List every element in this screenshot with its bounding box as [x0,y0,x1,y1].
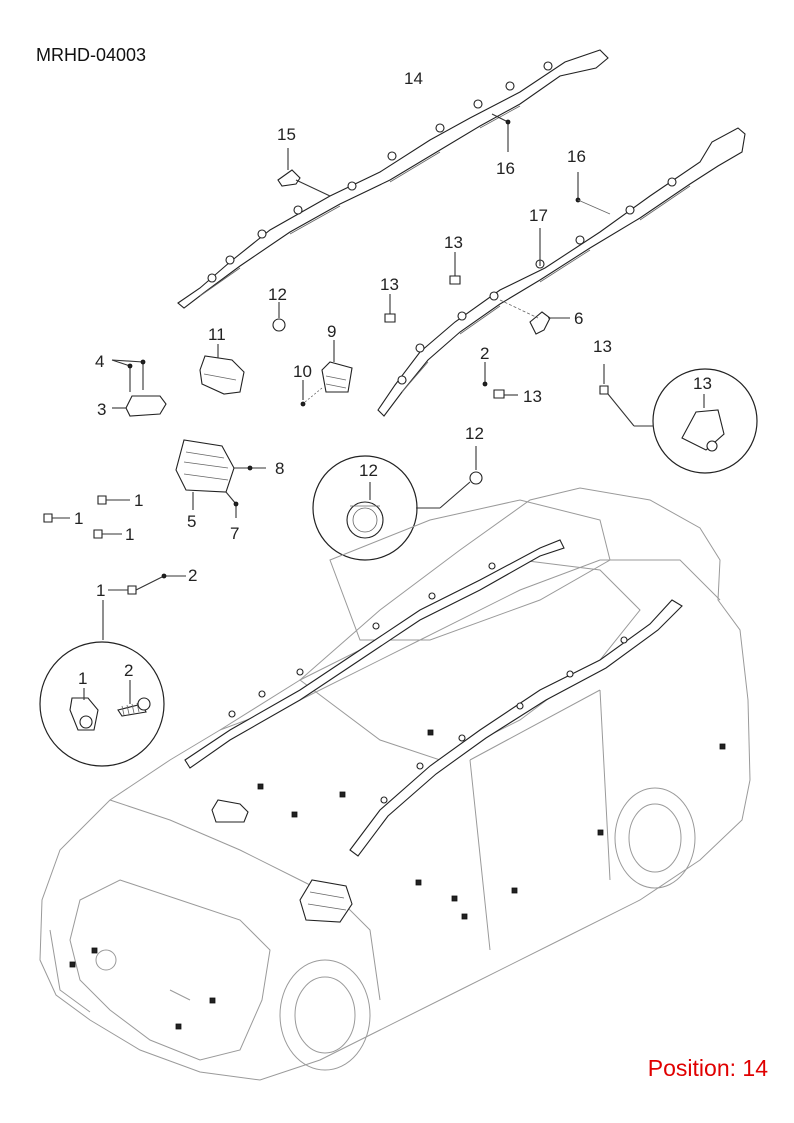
installed-curtain-airbag-left [184,539,565,769]
label-17[interactable]: 17 [529,206,548,225]
label-11[interactable]: 11 [208,325,226,344]
clip-1-b[interactable] [43,513,70,523]
installed-clips [69,729,726,1030]
clip-1-c[interactable] [93,529,122,539]
clip-1-a[interactable] [97,495,130,505]
label-13-upper[interactable]: 13 [444,233,463,252]
screw-10[interactable] [300,380,323,407]
label-8[interactable]: 8 [275,459,284,478]
vehicle-outline [39,487,751,1081]
label-9[interactable]: 9 [327,322,336,341]
label-10[interactable]: 10 [293,362,312,381]
clip-13-upper[interactable] [449,252,461,285]
label-2-detail[interactable]: 2 [124,661,133,680]
bolts-4[interactable] [111,359,146,392]
label-2-mid[interactable]: 2 [480,344,489,363]
label-1-c[interactable]: 1 [125,525,134,544]
label-6[interactable]: 6 [574,309,583,328]
bracket-6[interactable] [499,299,570,335]
clip-1-d[interactable] [102,573,186,640]
label-12-detail[interactable]: 12 [359,461,378,480]
label-16-upper[interactable]: 16 [496,159,515,178]
label-7[interactable]: 7 [230,524,239,543]
module-9[interactable] [321,340,353,393]
curtain-airbag-14[interactable] [177,49,609,309]
label-3[interactable]: 3 [97,400,106,419]
detail-circle-1-2 [39,641,165,767]
clip-13-small[interactable] [482,362,518,399]
label-1-d[interactable]: 1 [96,581,105,600]
clip-13-mid[interactable] [384,294,396,323]
airbag-module-11[interactable] [199,344,245,395]
label-16-lower[interactable]: 16 [567,147,586,166]
label-1-b[interactable]: 1 [74,509,83,528]
label-12-small[interactable]: 12 [268,285,287,304]
control-unit-5[interactable] [175,439,235,510]
label-1-a[interactable]: 1 [134,491,143,510]
detail-circle-12 [312,446,483,561]
sensor-3[interactable] [112,395,167,417]
label-4[interactable]: 4 [95,352,104,371]
label-2-left[interactable]: 2 [188,566,197,585]
label-13-detail[interactable]: 13 [693,374,712,393]
installed-airbag-module [211,799,249,823]
label-12-right[interactable]: 12 [465,424,484,443]
label-13-small[interactable]: 13 [523,387,542,406]
label-5[interactable]: 5 [187,512,196,531]
diagram-code: MRHD-04003 [36,45,147,65]
label-13-right[interactable]: 13 [593,337,612,356]
installed-control-unit [299,879,353,923]
installed-curtain-airbag-right [349,599,683,857]
label-15[interactable]: 15 [277,125,296,144]
curtain-airbag-17[interactable] [377,127,746,417]
bracket-15[interactable] [277,148,331,197]
bolt-7[interactable] [225,491,239,518]
position-label: Position: 14 [647,1055,768,1081]
bolt-8[interactable] [234,465,266,471]
sensor-12-small[interactable] [272,302,286,332]
label-14[interactable]: 14 [404,69,423,88]
detail-circle-13 [599,364,758,474]
label-1-detail[interactable]: 1 [78,669,87,688]
label-13-mid[interactable]: 13 [380,275,399,294]
